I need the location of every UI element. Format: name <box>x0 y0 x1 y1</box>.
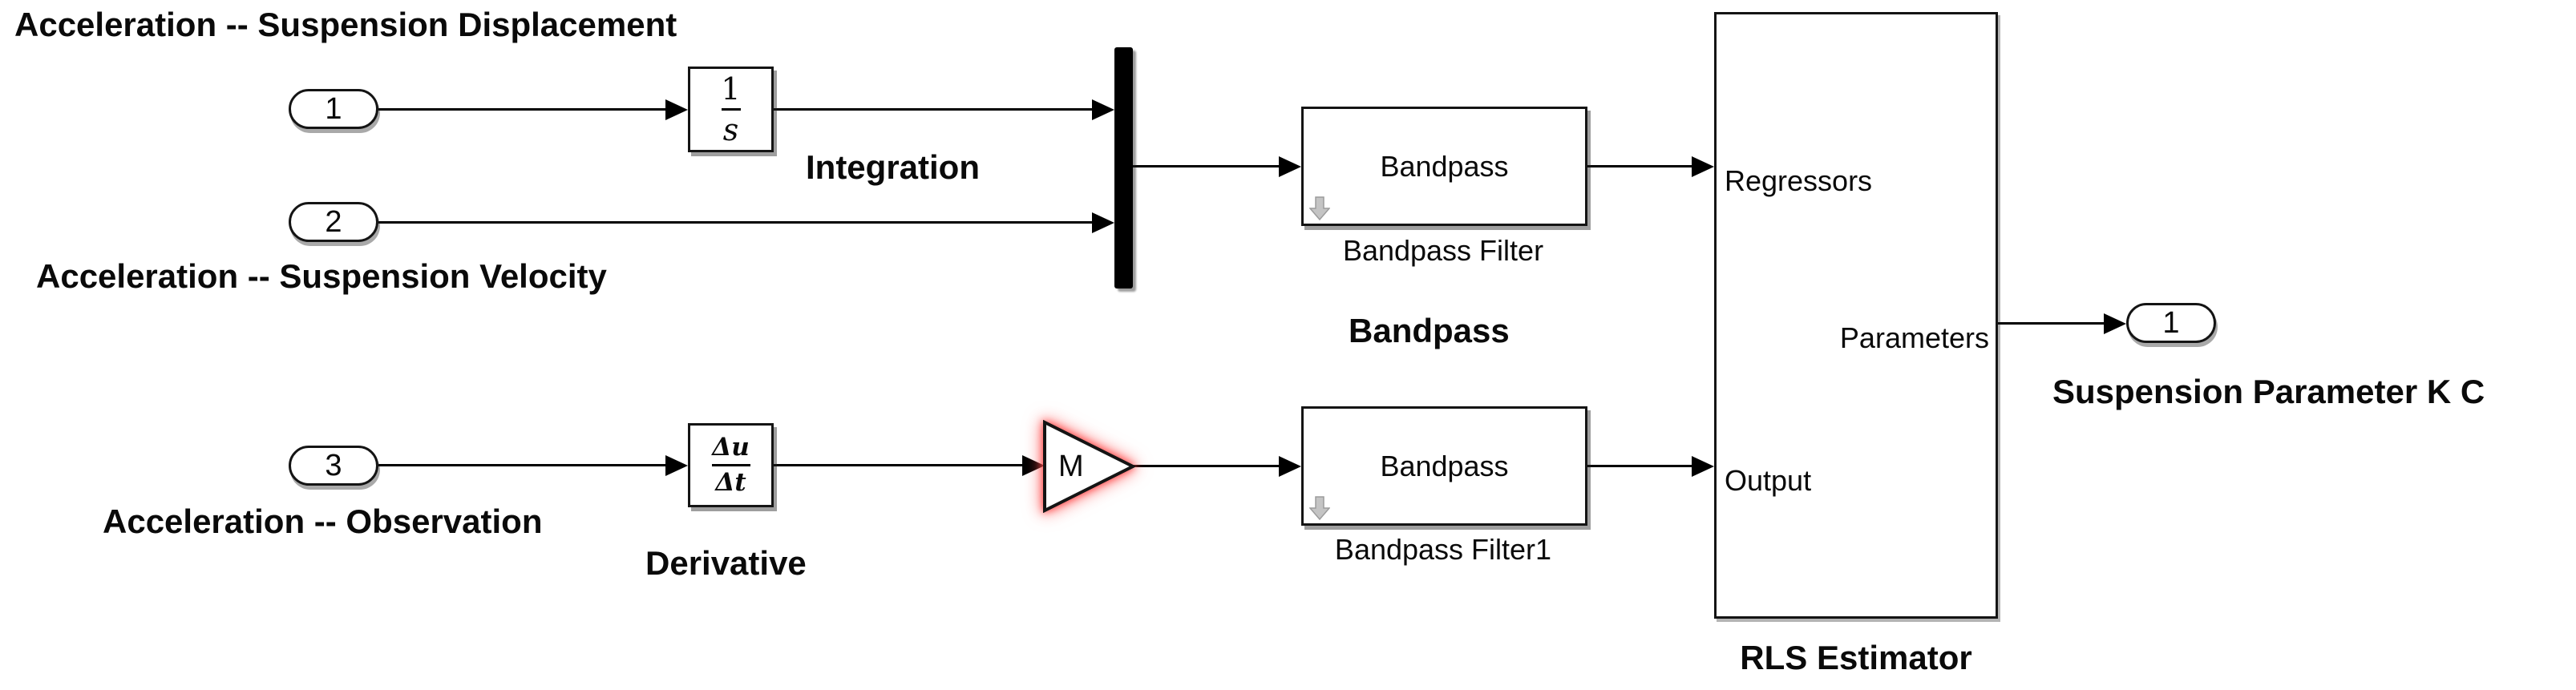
derivative-block[interactable]: Δu Δt <box>688 423 774 507</box>
integrator-block[interactable]: 1 s <box>688 67 774 152</box>
arrowhead-icon <box>1279 156 1301 177</box>
down-arrow-icon <box>1309 196 1330 220</box>
inport-1[interactable]: 1 <box>289 89 378 129</box>
inport-3[interactable]: 3 <box>289 446 378 486</box>
wire-inport1-to-integrator[interactable] <box>378 108 669 111</box>
derivative-expression: Δu Δt <box>711 433 750 497</box>
derivative-denominator: Δt <box>715 468 746 497</box>
arrowhead-icon <box>1279 456 1301 477</box>
wire-integrator-to-mux[interactable] <box>774 108 1094 111</box>
bandpass-filter1-text: Bandpass <box>1380 449 1509 482</box>
wire-bandpass-filter-to-rls[interactable] <box>1587 165 1694 167</box>
integrator-numerator: 1 <box>721 71 741 107</box>
gain-triangle-icon <box>1043 419 1137 514</box>
mux-block[interactable] <box>1114 47 1133 289</box>
arrowhead-icon <box>1692 456 1714 477</box>
rls-port-parameters: Parameters <box>1839 321 1989 354</box>
inport-3-number: 3 <box>325 448 342 482</box>
arrowhead-icon <box>665 99 688 120</box>
outport-1-number: 1 <box>2162 305 2180 340</box>
arrowhead-icon <box>1022 455 1045 476</box>
inport3-annotation-label: Acceleration -- Observation <box>103 502 543 540</box>
wire-inport2-to-mux[interactable] <box>378 221 1094 224</box>
rls-estimator-block[interactable]: Regressors Output Parameters <box>1714 12 1998 619</box>
bandpass-filter1-block[interactable]: Bandpass <box>1301 406 1587 526</box>
arrowhead-icon <box>665 455 688 476</box>
down-arrow-icon <box>1309 496 1330 520</box>
bandpass-filter-block[interactable]: Bandpass <box>1301 107 1587 226</box>
arrowhead-icon <box>1092 212 1114 233</box>
outport1-annotation-label: Suspension Parameter K C <box>2052 373 2485 410</box>
rls-estimator-name-label: RLS Estimator <box>1740 639 1972 676</box>
inport-2-number: 2 <box>325 204 342 239</box>
inport-2[interactable]: 2 <box>289 202 378 242</box>
wire-rls-to-outport1[interactable] <box>1998 322 2106 325</box>
bandpass-filter-name-label: Bandpass Filter <box>1342 234 1544 267</box>
bandpass-group-annotation: Bandpass <box>1349 312 1510 349</box>
inport2-annotation-label: Acceleration -- Suspension Velocity <box>36 257 607 295</box>
wire-bandpass-filter1-to-rls[interactable] <box>1587 465 1694 467</box>
fraction-bar <box>711 464 750 466</box>
gain-value: M <box>1058 450 1084 483</box>
arrowhead-icon <box>2104 313 2126 334</box>
inport-1-number: 1 <box>325 91 342 126</box>
integrator-name-label: Integration <box>806 148 980 186</box>
rls-port-regressors: Regressors <box>1725 164 1873 197</box>
rls-port-output: Output <box>1725 464 1812 497</box>
bandpass-filter1-name-label: Bandpass Filter1 <box>1334 533 1552 566</box>
derivative-numerator: Δu <box>712 433 750 462</box>
integrator-expression: 1 s <box>721 74 740 145</box>
integrator-denominator: s <box>722 112 739 147</box>
outport-1[interactable]: 1 <box>2126 303 2216 343</box>
wire-mux-to-bandpass-filter[interactable] <box>1133 165 1281 167</box>
wire-inport3-to-derivative[interactable] <box>378 464 669 466</box>
gain-block[interactable]: M <box>1042 419 1137 514</box>
fraction-bar <box>721 108 741 111</box>
arrowhead-icon <box>1092 99 1114 120</box>
inport1-annotation-label: Acceleration -- Suspension Displacement <box>14 6 677 43</box>
wire-derivative-to-gain[interactable] <box>774 464 1025 466</box>
arrowhead-icon <box>1692 156 1714 177</box>
derivative-name-label: Derivative <box>645 544 807 582</box>
bandpass-filter-text: Bandpass <box>1380 149 1509 183</box>
wire-gain-to-bandpass-filter1[interactable] <box>1132 465 1281 467</box>
